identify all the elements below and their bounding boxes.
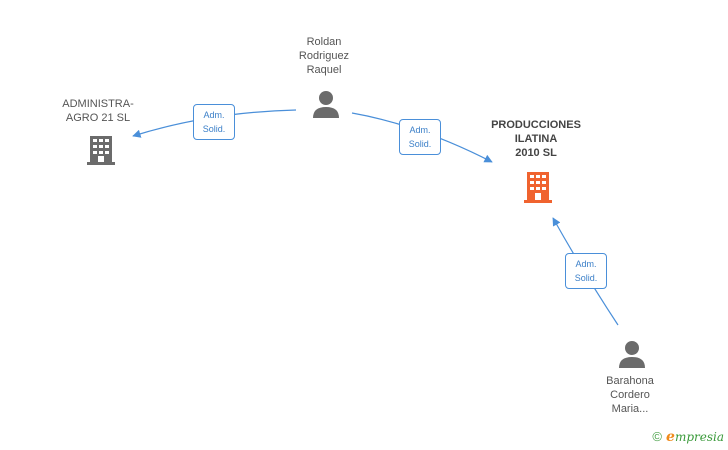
node-label-line: ILATINA (514, 133, 558, 145)
node-label-line: PRODUCCIONES (491, 119, 581, 131)
edge-badge-roldan-producciones[interactable]: Adm. Solid. (399, 119, 441, 155)
edge-badge-barahona-producciones[interactable]: Adm. Solid. (565, 253, 607, 289)
brand-logo: empresia (666, 429, 724, 445)
node-label-line: ADMINISTRA- (62, 98, 134, 110)
person-icon[interactable] (617, 339, 647, 369)
node-label-line: Maria... (611, 403, 649, 415)
edge-badge-roldan-admin-agro[interactable]: Adm. Solid. (193, 104, 235, 140)
node-label-roldan[interactable]: Roldan Rodriguez Raquel (274, 35, 374, 77)
node-label-admin-agro[interactable]: ADMINISTRA- AGRO 21 SL (48, 97, 148, 125)
brand-initial: e (666, 429, 675, 445)
node-label-line: Roldan (306, 36, 342, 48)
node-label-line: Barahona (606, 375, 654, 387)
node-label-line: Raquel (306, 64, 342, 76)
edge-badge-line: Adm. (575, 259, 597, 269)
brand-name: mpresia (674, 430, 724, 444)
edge-badge-line: Adm. (203, 110, 225, 120)
node-label-line: AGRO 21 SL (65, 112, 131, 124)
person-icon[interactable] (311, 89, 341, 119)
node-label-line: Cordero (610, 389, 650, 401)
copyright-icon: © (652, 429, 663, 444)
edge-badge-line: Solid. (408, 139, 432, 149)
node-label-line: Rodriguez (298, 50, 350, 62)
node-label-barahona[interactable]: Barahona Cordero Maria... (580, 374, 680, 416)
node-label-producciones[interactable]: PRODUCCIONES ILATINA 2010 SL (476, 118, 596, 160)
edge-badge-line: Solid. (574, 273, 598, 283)
node-label-line: 2010 SL (515, 147, 557, 159)
building-icon[interactable] (85, 134, 117, 166)
edge-badge-line: Solid. (202, 124, 226, 134)
footer-brand[interactable]: ©empresia (652, 429, 724, 445)
building-icon-highlight[interactable] (522, 170, 554, 204)
edge-badge-line: Adm. (409, 125, 431, 135)
